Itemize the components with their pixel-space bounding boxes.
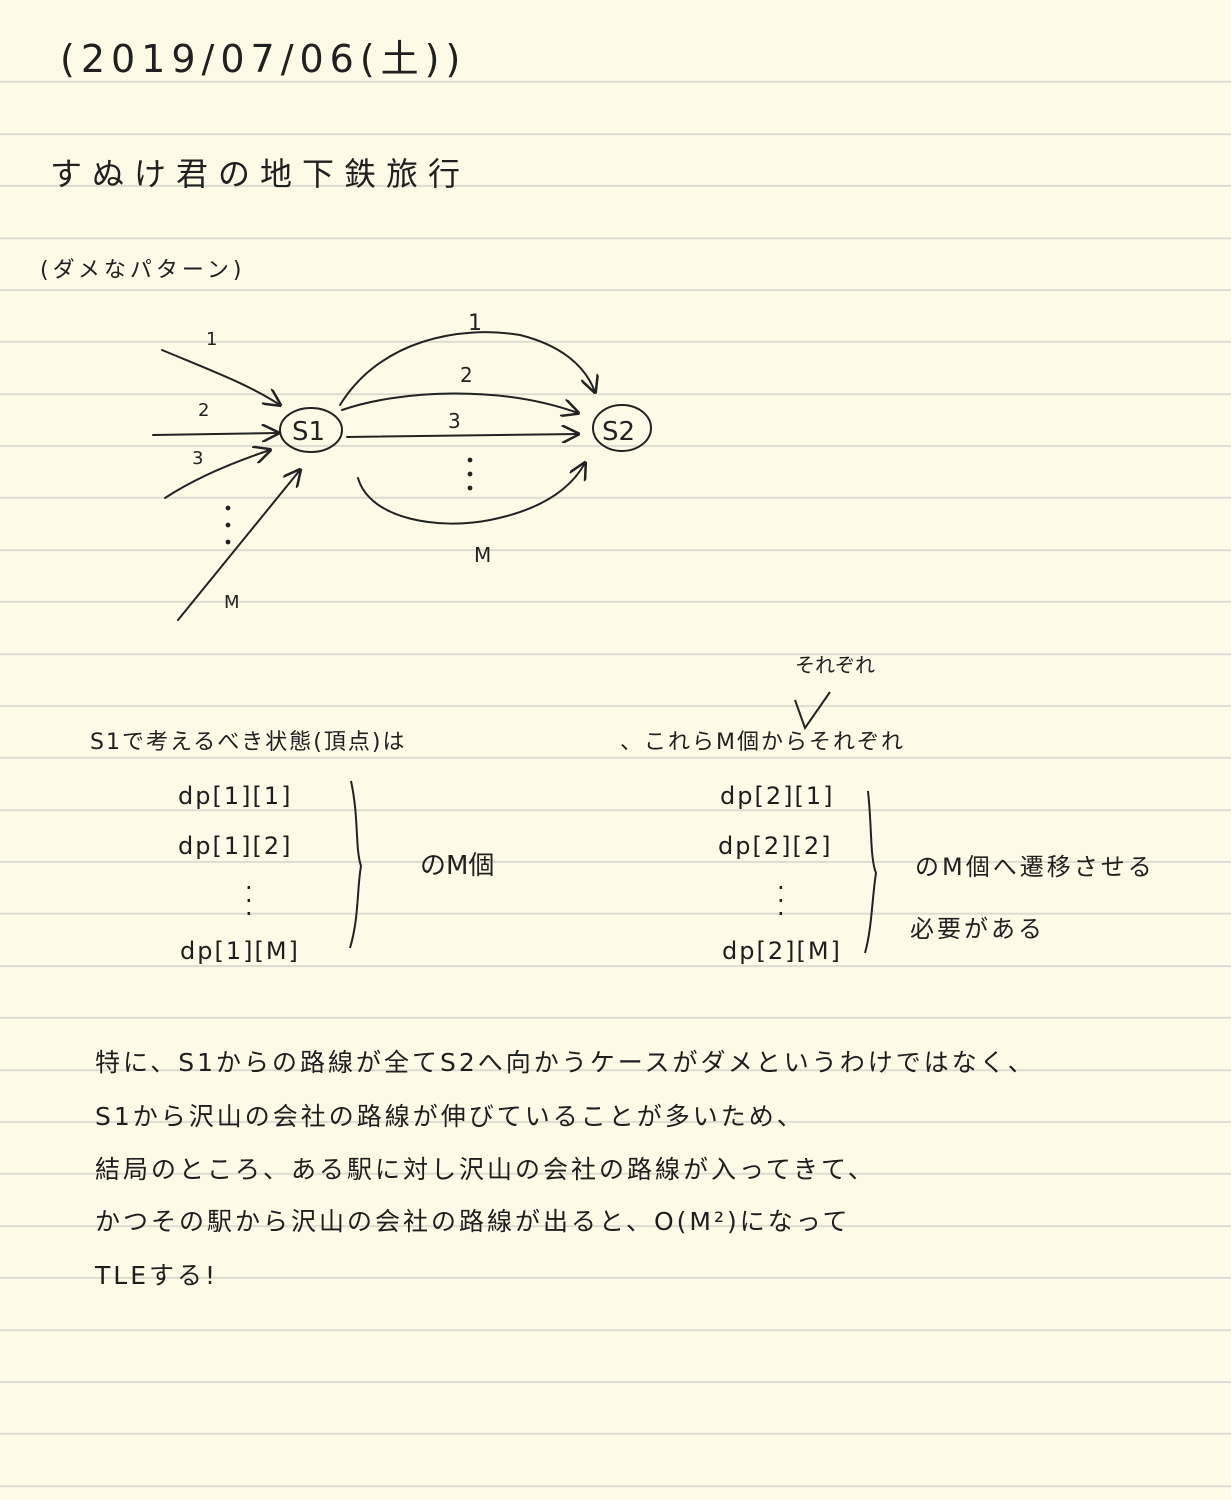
brace-right [864, 790, 878, 954]
dp-right-2: dp[2][2] [718, 832, 833, 860]
left-count: のM個 [420, 851, 495, 881]
out-label-2: 2 [460, 363, 473, 387]
para-line-2: S1から沢山の会社の路線が伸びていることが多いため、 [95, 1102, 805, 1131]
subtitle: (ダメなパターン) [40, 258, 246, 283]
right-transition: のM個へ遷移させる [915, 853, 1155, 881]
in-label-m: M [224, 592, 240, 613]
dp-left-m: dp[1][M] [180, 937, 300, 965]
dp-left-1: dp[1][1] [178, 782, 293, 810]
s2-intro-text: 、これらM個からそれぞれ [620, 730, 905, 755]
node-s1-label: S1 [292, 417, 325, 447]
date-header: (2019/07/06(土)) [60, 37, 467, 81]
para-line-4: かつその駅から沢山の会社の路線が出ると、O(M²)になって [95, 1207, 851, 1236]
out-label-m: M [474, 543, 491, 567]
brace-left [349, 780, 363, 949]
page-title: すぬけ君の地下鉄旅行 [50, 155, 471, 193]
vdots-right: ··· [777, 874, 785, 929]
s1-intro-text: S1で考えるべき状態(頂点)は [90, 730, 407, 755]
graph-diagram: S1 S2 1 2 3 M 1 2 3 M [152, 311, 652, 621]
para-line-1: 特に、S1からの路線が全てS2へ向かうケースがダメというわけではなく、 [95, 1048, 1036, 1077]
annotation-check [794, 691, 831, 731]
dp-right-1: dp[2][1] [720, 782, 835, 810]
in-edge-3 [164, 450, 270, 499]
in-label-2: 2 [198, 400, 209, 421]
dp-right-m: dp[2][M] [722, 937, 842, 965]
right-necessity: 必要がある [910, 915, 1045, 943]
out-edge-3 [346, 434, 578, 437]
in-label-1: 1 [206, 329, 217, 350]
out-label-1: 1 [468, 311, 482, 336]
in-edge-1 [161, 349, 280, 405]
node-s2-label: S2 [602, 417, 635, 447]
out-edge-m [357, 463, 585, 525]
out-label-3: 3 [448, 409, 461, 433]
dp-left-2: dp[1][2] [178, 832, 293, 860]
out-edge-2 [341, 392, 578, 413]
vdots-left: ··· [245, 874, 253, 929]
annotation: それぞれ [795, 653, 875, 677]
in-label-3: 3 [192, 448, 203, 469]
node-s2-circle [592, 404, 652, 452]
para-line-5: TLEする! [95, 1261, 219, 1290]
out-edge-1 [339, 331, 595, 406]
in-edge-m [177, 470, 300, 621]
in-edge-2 [152, 433, 278, 435]
para-line-3: 結局のところ、ある駅に対し沢山の会社の路線が入ってきて、 [95, 1155, 876, 1184]
node-s1-circle [279, 407, 343, 453]
